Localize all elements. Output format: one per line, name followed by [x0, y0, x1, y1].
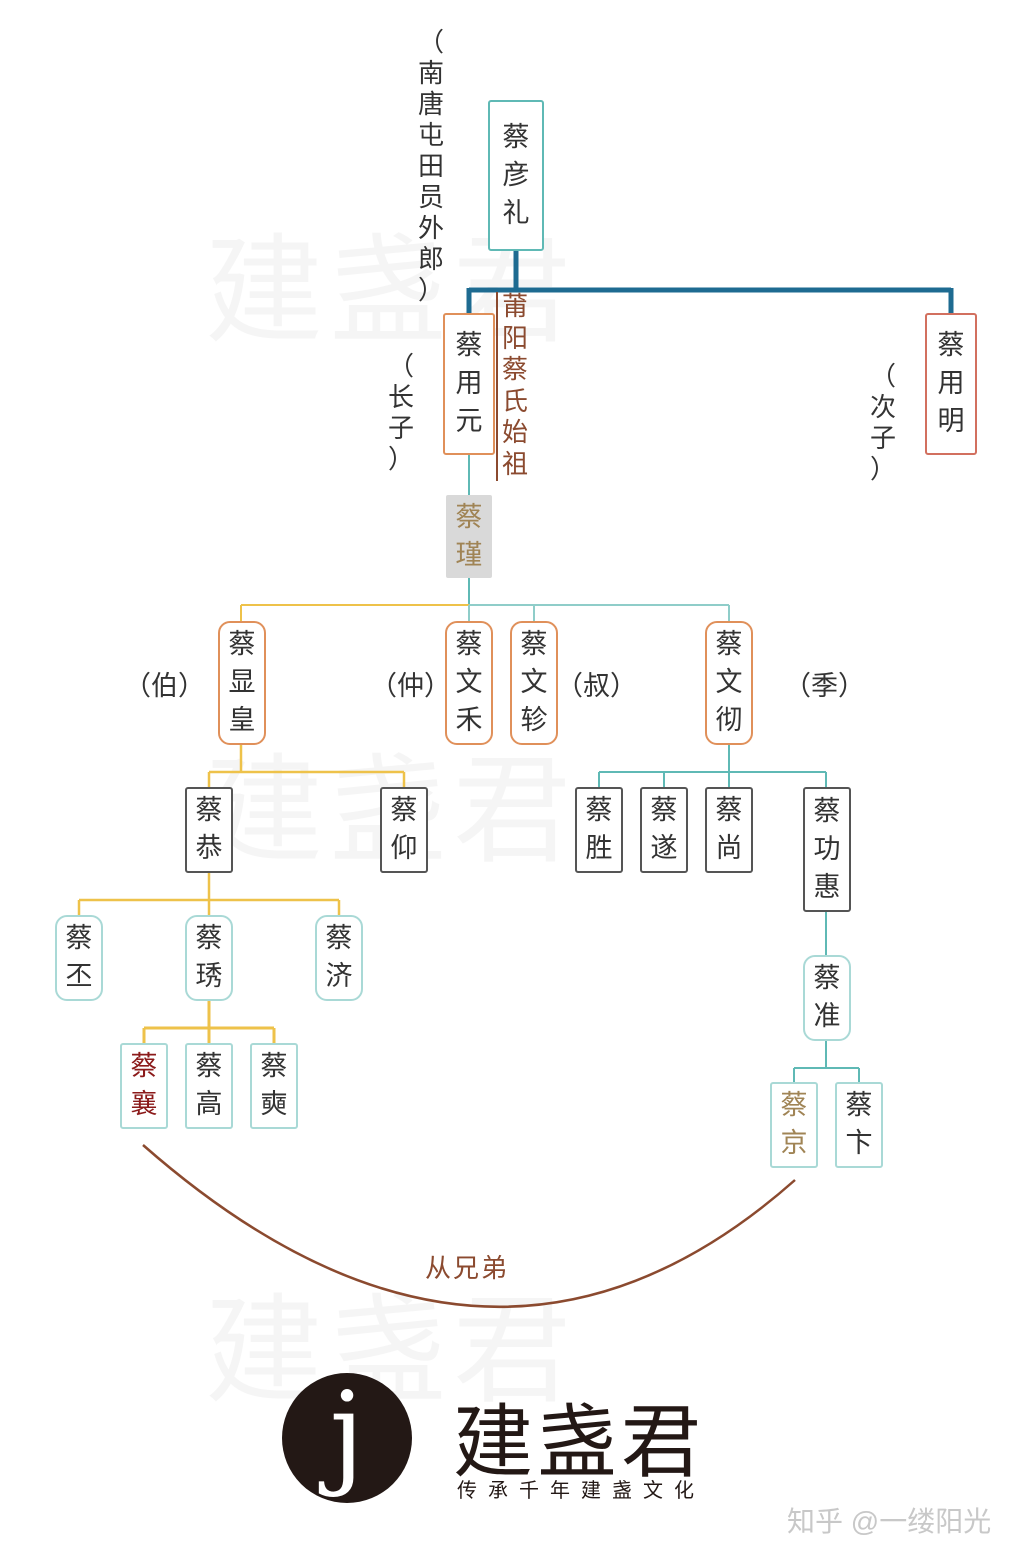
- node-cai-zhun: 蔡准: [803, 955, 851, 1041]
- node-cai-wenhe: 蔡文禾: [445, 621, 493, 745]
- node-cai-wenche: 蔡文彻: [705, 621, 753, 745]
- role-eldest-son: （长子）: [387, 352, 414, 475]
- node-cai-pi: 蔡丕: [55, 915, 103, 1001]
- cousin-label: 从兄弟: [425, 1254, 510, 1284]
- brand-name: 建盏君: [453, 1396, 705, 1489]
- node-cai-sui: 蔡遂: [640, 787, 688, 873]
- role-bo: （伯）: [124, 671, 205, 702]
- connector-wenche: [598, 745, 827, 787]
- node-cai-gong: 蔡恭: [185, 787, 233, 873]
- cousin-arc: [142, 1144, 796, 1308]
- node-cai-yongyuan: 蔡用元: [443, 313, 495, 455]
- brand-logo-circle: j: [282, 1373, 412, 1503]
- ancestor-title: （南唐屯田员外郎）: [417, 28, 444, 306]
- founder-note: 莆阳蔡氏始祖: [496, 292, 530, 481]
- role-zhong: （仲）: [370, 671, 451, 702]
- node-cai-xianhuang: 蔡显皇: [218, 621, 266, 745]
- brand-slogan: 传承千年建盏文化: [457, 1478, 705, 1502]
- role-ji: （季）: [784, 671, 865, 702]
- connector-xiu: [142, 1000, 276, 1043]
- node-cai-yongming: 蔡用明: [925, 313, 977, 455]
- role-shu: （叔）: [556, 671, 637, 702]
- zhihu-watermark: 知乎 @一缕阳光: [787, 1506, 992, 1537]
- connector-gen3: [240, 578, 730, 621]
- node-cai-shang: 蔡尚: [705, 787, 753, 873]
- node-cai-jing: 蔡京: [770, 1082, 818, 1168]
- node-cai-ji: 蔡济: [315, 915, 363, 1001]
- connector-xianhuang: [207, 745, 406, 787]
- connector-gen1: [466, 250, 954, 314]
- node-cai-gonghui: 蔡功惠: [803, 787, 851, 912]
- node-cai-xiang: 蔡襄: [120, 1043, 168, 1129]
- node-cai-bian: 蔡卞: [835, 1082, 883, 1168]
- node-cai-shi: 蔡奭: [250, 1043, 298, 1129]
- node-cai-jin: 蔡瑾: [446, 495, 492, 578]
- role-second-son: （次子）: [869, 362, 896, 485]
- node-cai-yanli: 蔡彦礼: [488, 100, 544, 251]
- node-cai-sheng: 蔡胜: [575, 787, 623, 873]
- node-cai-yang: 蔡仰: [380, 787, 428, 873]
- connector-gong: [77, 873, 341, 915]
- node-cai-wenzhen: 蔡文轸: [510, 621, 558, 745]
- connector-zhun: [793, 1040, 860, 1082]
- node-cai-xiu: 蔡琇: [185, 915, 233, 1001]
- node-cai-gao: 蔡高: [185, 1043, 233, 1129]
- brand-logo-letter: j: [329, 1369, 365, 1499]
